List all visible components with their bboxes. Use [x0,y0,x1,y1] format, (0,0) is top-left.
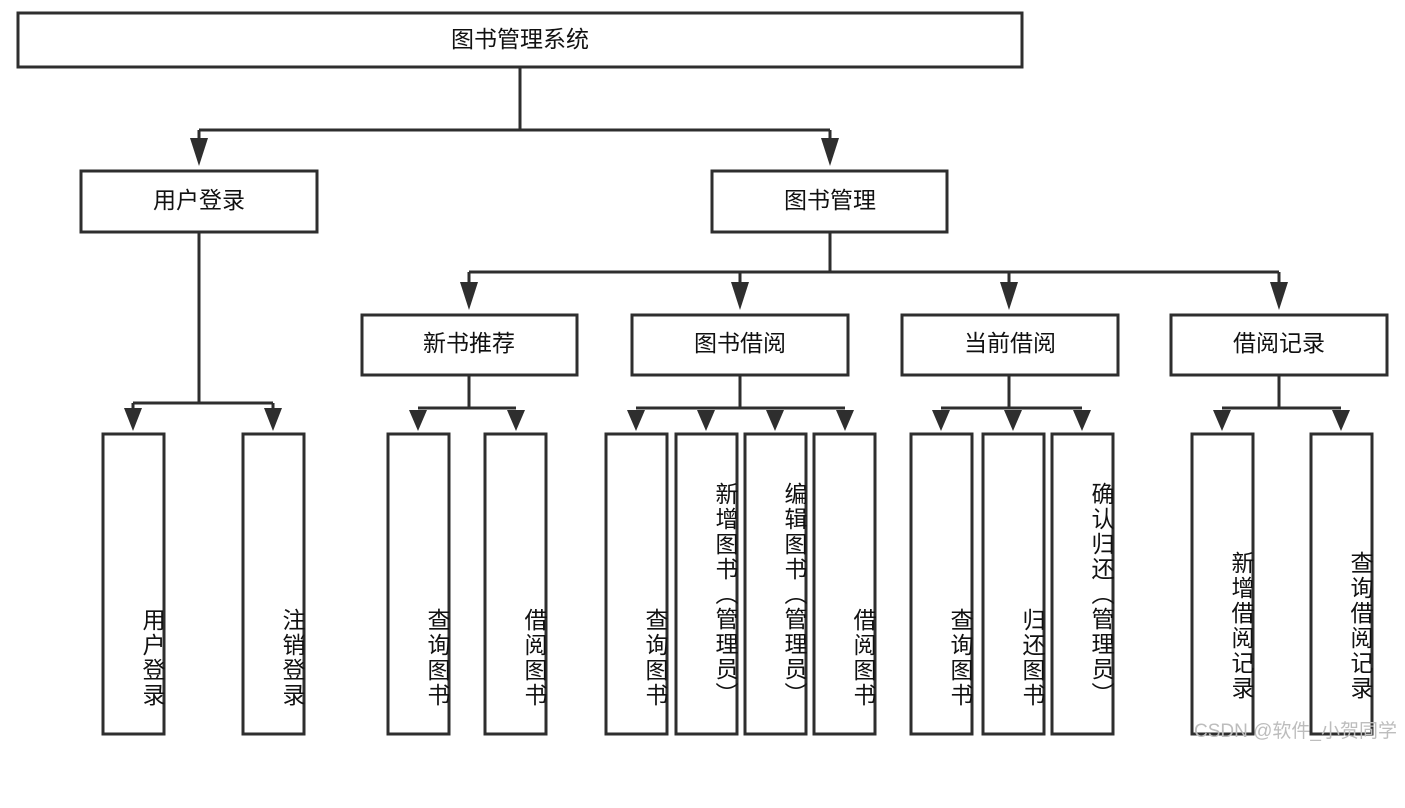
node-book-borrow[interactable]: 图书借阅 [630,313,850,377]
arrowhead-leaf-query-book-2 [627,410,645,431]
leaf-box-leaf-edit-book-admin[interactable] [743,432,808,736]
node-new-book-recommend-box[interactable] [360,313,579,377]
arrowhead-current-borrow [1000,282,1018,310]
book-management-system-diagram: 图书管理系统 用户登录 图书管理 新书推荐 图书借阅 当前借阅 借阅记录 [16,11,1397,742]
node-borrow-record[interactable]: 借阅记录 [1169,313,1389,377]
arrowhead-book-borrow [731,282,749,310]
arrowhead-leaf-add-book-admin [697,410,715,431]
connector-group-book-borrow [627,375,854,431]
node-book-borrow-label: 图书借阅 [694,330,786,356]
node-user-login-box[interactable] [79,169,319,234]
node-current-borrow-box[interactable] [900,313,1120,377]
csdn-watermark: CSDN @软件_小贺同学 [1194,721,1397,742]
arrowhead-leaf-return-book [1004,410,1022,431]
arrowhead-borrow-record [1270,282,1288,310]
connector-group-book-manage [460,232,1288,310]
arrowhead-user-login [190,138,208,166]
arrowhead-leaf-query-book-3 [932,410,950,431]
leaf-box-leaf-user-login[interactable] [101,432,166,736]
node-new-book-recommend-label: 新书推荐 [423,330,515,356]
arrowhead-leaf-user-login [124,408,142,431]
node-book-borrow-box[interactable] [630,313,850,377]
node-user-login-label: 用户登录 [153,187,245,213]
connector-group-user-login [124,232,282,431]
connector-group-new-book-recommend [409,375,525,431]
leaf-box-leaf-add-book-admin[interactable] [674,432,739,736]
arrowhead-new-book-recommend [460,282,478,310]
node-user-login[interactable]: 用户登录 [79,169,319,234]
node-book-manage-label: 图书管理 [784,187,876,213]
leaf-box-group [101,432,1374,736]
leaf-box-leaf-add-borrow-record[interactable] [1190,432,1255,736]
node-root-box[interactable] [16,11,1024,69]
diagram-canvas: 图书管理系统 用户登录 图书管理 新书推荐 图书借阅 当前借阅 借阅记录 [16,11,1389,736]
arrowhead-leaf-query-borrow-record [1332,410,1350,431]
node-root[interactable]: 图书管理系统 [16,11,1024,69]
arrowhead-book-manage [821,138,839,166]
node-book-manage-box[interactable] [710,169,949,234]
node-current-borrow-label: 当前借阅 [964,330,1056,356]
leaf-box-leaf-query-book-1[interactable] [386,432,451,736]
leaf-box-leaf-query-book-3[interactable] [909,432,974,736]
arrowhead-leaf-edit-book-admin [766,410,784,431]
arrowhead-leaf-confirm-return-admin [1073,410,1091,431]
arrowhead-leaf-user-logout [264,408,282,431]
leaf-box-leaf-query-borrow-record[interactable] [1309,432,1374,736]
leaf-box-leaf-confirm-return-admin[interactable] [1050,432,1115,736]
node-new-book-recommend[interactable]: 新书推荐 [360,313,579,377]
leaf-box-leaf-return-book[interactable] [981,432,1046,736]
arrowhead-leaf-query-book-1 [409,410,427,431]
connector-group-current-borrow [932,375,1091,431]
leaf-box-leaf-borrow-book-2[interactable] [812,432,877,736]
connector-group-borrow-record [1213,375,1350,431]
node-root-label: 图书管理系统 [451,26,589,52]
arrowhead-leaf-borrow-book-1 [507,410,525,431]
leaf-box-leaf-query-book-2[interactable] [604,432,669,736]
node-current-borrow[interactable]: 当前借阅 [900,313,1120,377]
connector-group-root [190,67,839,166]
arrowhead-leaf-borrow-book-2 [836,410,854,431]
node-borrow-record-box[interactable] [1169,313,1389,377]
arrowhead-leaf-add-borrow-record [1213,410,1231,431]
leaf-box-leaf-user-logout[interactable] [241,432,306,736]
node-borrow-record-label: 借阅记录 [1233,330,1325,356]
node-book-manage[interactable]: 图书管理 [710,169,949,234]
leaf-box-leaf-borrow-book-1[interactable] [483,432,548,736]
